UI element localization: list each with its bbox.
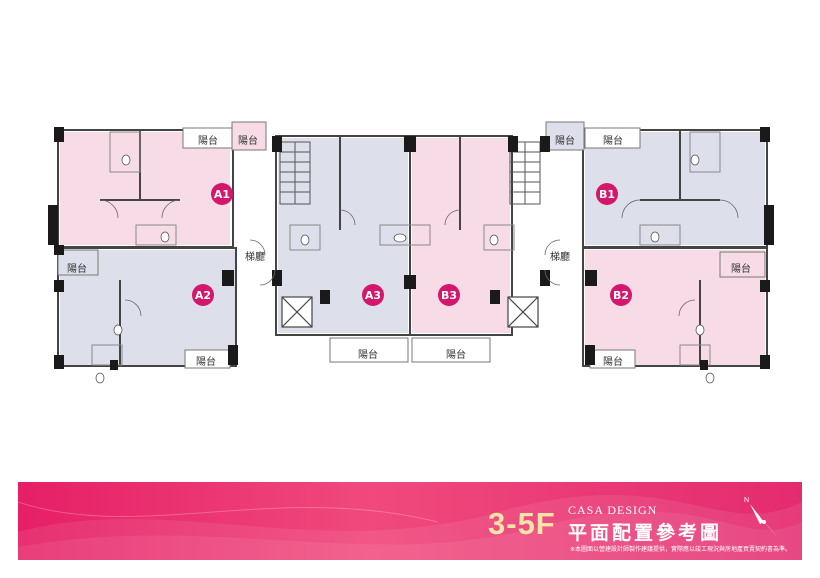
balcony-label: 陽台 bbox=[67, 264, 87, 275]
balcony-label: 陽台 bbox=[446, 350, 466, 361]
balcony-label: 陽台 bbox=[238, 136, 258, 147]
balcony-label: 陽台 bbox=[358, 350, 378, 361]
floor-range: 3-5F bbox=[488, 506, 556, 541]
unit-marker-a2: A2 bbox=[192, 284, 214, 306]
title-banner bbox=[18, 482, 802, 560]
stair-hall-label: 梯廳 bbox=[245, 252, 265, 263]
unit-marker-b1: B1 bbox=[596, 183, 618, 205]
balcony-label: 陽台 bbox=[196, 357, 216, 368]
plan-title: 平面配置參考圖 bbox=[568, 522, 723, 544]
north-compass-icon: N bbox=[744, 497, 778, 538]
balcony-label: 陽台 bbox=[603, 136, 623, 147]
door-swings bbox=[99, 199, 739, 317]
elevators bbox=[281, 296, 539, 328]
floor-plan-drawing bbox=[48, 121, 774, 384]
disclaimer-note: ※本圖面以營建設計師製作建議提供，實際應以竣工現況與房地產買賣契約書為準。 bbox=[570, 546, 792, 553]
columns bbox=[48, 127, 774, 370]
stairs bbox=[279, 141, 541, 205]
balcony-label: 陽台 bbox=[731, 264, 751, 275]
stair-hall-label: 梯廳 bbox=[550, 252, 570, 263]
unit-marker-a3: A3 bbox=[362, 284, 384, 306]
balconies bbox=[57, 121, 766, 369]
svg-text:N: N bbox=[744, 497, 749, 504]
balcony-label: 陽台 bbox=[555, 136, 575, 147]
partitions bbox=[91, 131, 721, 366]
walls bbox=[57, 129, 768, 367]
casa-design-text: CASA DESIGN bbox=[568, 503, 658, 517]
balcony-label: 陽台 bbox=[603, 357, 623, 368]
banner-wave-pattern bbox=[18, 494, 802, 560]
fixtures bbox=[95, 154, 715, 384]
balcony-label: 陽台 bbox=[198, 136, 218, 147]
unit-marker-b2: B2 bbox=[610, 284, 632, 306]
unit-marker-a1: A1 bbox=[211, 183, 233, 205]
unit-marker-b3: B3 bbox=[438, 284, 460, 306]
